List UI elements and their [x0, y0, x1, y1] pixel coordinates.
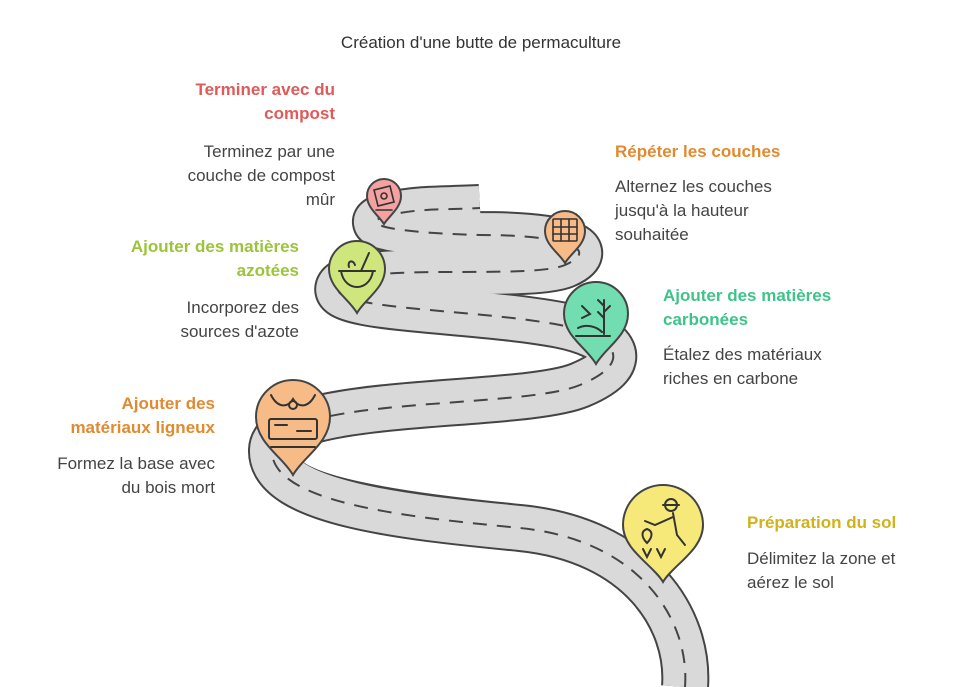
- step3-heading: Ajouter des matières carbonées: [663, 284, 831, 332]
- step6-desc-line1: Terminez par une: [203, 142, 335, 161]
- step3-heading-line1: Ajouter des matières: [663, 286, 832, 305]
- step5-desc: Alternez les couches jusqu'à la hauteur …: [615, 175, 772, 247]
- step1-desc: Délimitez la zone et aérez le sol: [747, 547, 895, 595]
- step3-desc: Étalez des matériaux riches en carbone: [663, 343, 822, 391]
- marker-materiaux-ligneux: [254, 379, 332, 478]
- step6-desc: Terminez par une couche de compost mûr: [188, 140, 335, 212]
- step2-heading-line2: matériaux ligneux: [70, 418, 215, 437]
- step6-heading: Terminer avec du compost: [195, 78, 335, 126]
- step6-heading-line2: compost: [264, 104, 335, 123]
- step4-desc-line2: sources d'azote: [180, 322, 299, 341]
- marker-repeter-couches: [543, 210, 587, 265]
- step5-heading: Répéter les couches: [615, 142, 781, 161]
- step3-desc-line1: Étalez des matériaux: [663, 345, 822, 364]
- step2-heading-line1: Ajouter des: [121, 394, 215, 413]
- step1-heading: Préparation du sol: [747, 513, 897, 532]
- marker-preparation-sol: [621, 484, 705, 584]
- step5-desc-line2: jusqu'à la hauteur: [615, 201, 749, 220]
- farmer-hoe-icon: [641, 498, 686, 560]
- marker-matieres-carbonees: [562, 281, 630, 367]
- step2-desc-line2: du bois mort: [121, 478, 215, 497]
- compost-bag-icon: [373, 185, 395, 211]
- layers-icon: [552, 218, 578, 242]
- step1-desc-line2: aérez le sol: [747, 573, 834, 592]
- marker-terminer-compost: [365, 178, 403, 226]
- step4-heading-line1: Ajouter des matières: [130, 237, 299, 256]
- plant-sprout-icon: [575, 299, 611, 337]
- step3-heading-line2: carbonées: [663, 310, 749, 329]
- step6-heading-line1: Terminer avec du: [195, 80, 335, 99]
- step4-desc: Incorporez des sources d'azote: [180, 296, 299, 344]
- marker-matieres-azotees: [327, 240, 387, 316]
- wood-log-icon: [268, 394, 318, 448]
- step3-desc-line2: riches en carbone: [663, 369, 799, 388]
- mixing-bowl-icon: [338, 252, 376, 289]
- step5-desc-line3: souhaitée: [615, 225, 689, 244]
- step1-desc-line1: Délimitez la zone et: [747, 549, 896, 568]
- step4-heading-line2: azotées: [236, 261, 299, 280]
- step2-desc-line1: Formez la base avec: [57, 454, 215, 473]
- step4-heading: Ajouter des matières azotées: [131, 235, 299, 283]
- step4-desc-line1: Incorporez des: [186, 298, 299, 317]
- page-title: Création d'une butte de permaculture: [340, 33, 622, 52]
- step2-heading: Ajouter des matériaux ligneux: [70, 392, 215, 440]
- step5-desc-line1: Alternez les couches: [615, 177, 772, 196]
- step6-desc-line2: couche de compost: [187, 166, 335, 185]
- step2-desc: Formez la base avec du bois mort: [57, 452, 215, 500]
- step6-desc-line3: mûr: [305, 190, 335, 209]
